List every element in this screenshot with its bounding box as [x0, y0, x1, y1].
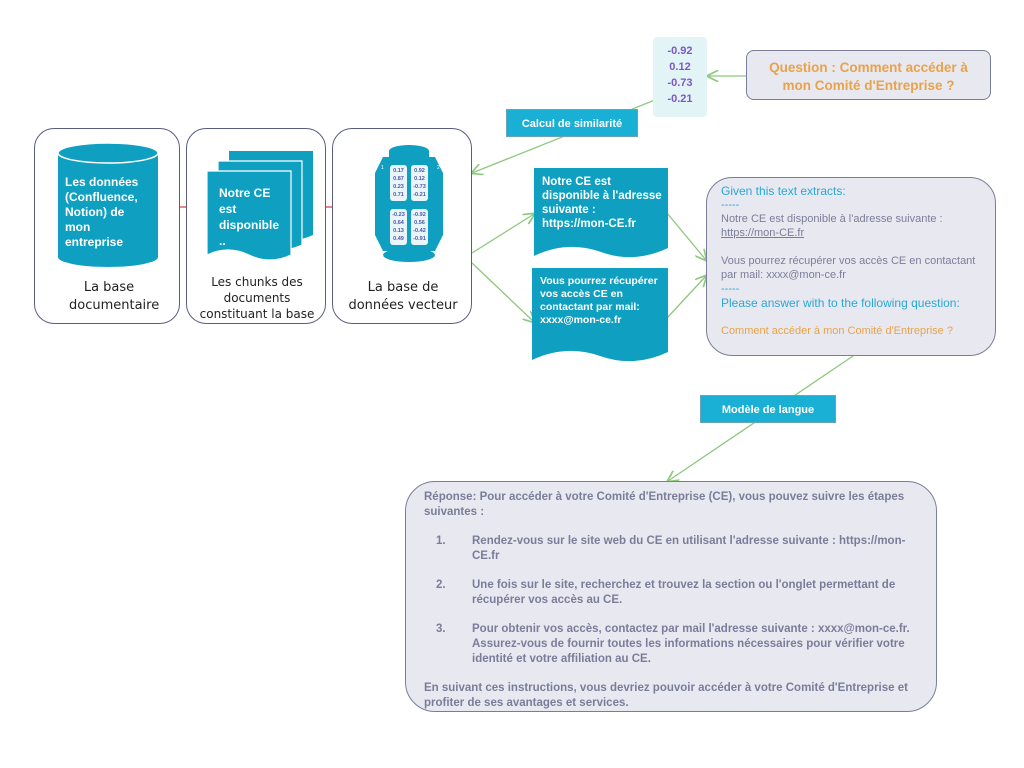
- prompt-header: Given this text extracts:: [721, 184, 846, 198]
- response-intro: Réponse: Pour accéder à votre Comité d'E…: [424, 491, 905, 518]
- chunks-caption: Les chunks des documents constituant la …: [199, 275, 315, 322]
- arrow-db-to-extract2: [471, 262, 534, 322]
- database-cylinder-icon: [57, 143, 159, 267]
- prompt-link: https://mon-CE.fr: [721, 227, 805, 239]
- response-step-2: 2. Une fois sur le site, recherchez et t…: [424, 578, 918, 608]
- extract-document-1-text: Notre CE est disponible à l'adresse suiv…: [542, 176, 662, 230]
- response-step-number: 2.: [436, 579, 446, 591]
- db-corner-2: 2: [437, 165, 440, 171]
- response-step-number: 3.: [436, 623, 446, 635]
- query-vector-value: -0.92: [667, 45, 693, 57]
- prompt-separator: -----: [721, 283, 740, 295]
- stacked-documents-icon: [206, 151, 313, 261]
- db-corner-3: 3: [381, 255, 384, 261]
- extract-document-2-text: Vous pourrez récupérer vos accès CE en c…: [540, 275, 658, 326]
- query-vector: -0.92 0.12 -0.73 -0.21: [653, 37, 707, 117]
- question-text: Question : Comment accéder à mon Comité …: [769, 60, 968, 93]
- db-column-a-top: 0.17 0.87 0.23 0.71: [393, 168, 404, 198]
- arrow-extract1-to-prompt: [666, 212, 706, 260]
- arrow-db-to-extract1: [471, 214, 534, 254]
- prompt-instruction: Please answer with to the following ques…: [721, 296, 960, 310]
- prompt-line-2: Vous pourrez récupérer vos accès CE en c…: [721, 255, 976, 281]
- similarity-label: Calcul de similarité: [506, 109, 638, 137]
- prompt-question: Comment accéder à mon Comité d'Entrepris…: [721, 325, 953, 337]
- response-step-text: Rendez-vous sur le site web du CE en uti…: [472, 535, 906, 562]
- query-vector-value: -0.73: [667, 77, 693, 89]
- db-column-a-bottom: -0.23 0.64 0.13 0.49: [392, 212, 405, 242]
- base-documentaire-panel: Les données (Confluence, Notion) de mon …: [34, 128, 180, 324]
- database-label: Les données (Confluence, Notion) de mon …: [65, 175, 139, 249]
- chunk-document-text: Notre CE est disponible ..: [219, 186, 279, 248]
- query-vector-value: 0.12: [669, 61, 691, 73]
- vector-database-caption: La base de données vecteur: [348, 280, 458, 313]
- db-corner-1: 1: [381, 165, 384, 171]
- prompt-line-1: Notre CE est disponible à l'adresse suiv…: [721, 213, 943, 225]
- db-corner-4: 4: [437, 255, 440, 261]
- chunks-panel: Notre CE est disponible .. Les chunks de…: [186, 128, 326, 324]
- vector-database-icon: [375, 145, 443, 262]
- question-box: Question : Comment accéder à mon Comité …: [746, 50, 991, 100]
- query-vector-value: -0.21: [667, 93, 693, 105]
- base-documentaire-caption: La base documentaire: [69, 280, 160, 313]
- arrow-extract2-to-prompt: [666, 276, 706, 319]
- prompt-box: Given this text extracts: ----- Notre CE…: [706, 177, 996, 356]
- response-box: Réponse: Pour accéder à votre Comité d'E…: [405, 481, 937, 712]
- response-step-number: 1.: [436, 535, 446, 547]
- language-model-label: Modèle de langue: [700, 395, 836, 423]
- extract-document-2-shape: [532, 268, 668, 362]
- response-step-1: 1. Rendez-vous sur le site web du CE en …: [424, 534, 918, 564]
- db-column-b-bottom: -0.92 0.56 -0.42 -0.91: [413, 212, 426, 242]
- vector-database-panel: 1 2 3 4 0.17 0.87 0.23 0.71 0.92 0.12 -0…: [332, 128, 472, 324]
- response-outro: En suivant ces instructions, vous devrie…: [424, 682, 908, 709]
- db-column-b-top: 0.92 0.12 -0.73 -0.21: [413, 168, 426, 198]
- extract-document-1-shape: [534, 168, 668, 258]
- prompt-separator: -----: [721, 199, 740, 211]
- response-step-3: 3. Pour obtenir vos accès, contactez par…: [424, 622, 918, 667]
- response-step-text: Une fois sur le site, recherchez et trou…: [472, 579, 896, 606]
- response-step-text: Pour obtenir vos accès, contactez par ma…: [472, 623, 910, 665]
